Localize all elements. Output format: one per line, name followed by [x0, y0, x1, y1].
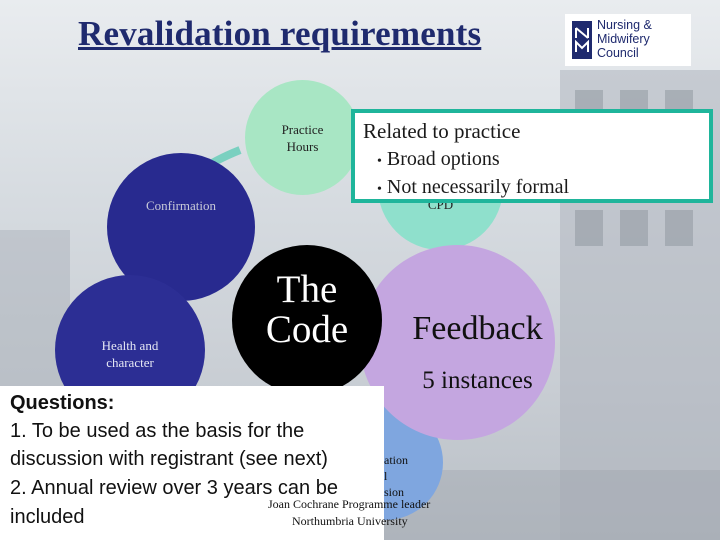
question-line: included: [10, 506, 85, 528]
confirmation-label: Confirmation: [145, 198, 217, 213]
callout-bullet: • Broad options: [377, 148, 500, 170]
logo-line: Midwifery: [597, 32, 650, 46]
questions-heading: Questions:: [10, 392, 115, 414]
logo-line: Council: [597, 46, 639, 60]
nmc-logo-icon: [572, 21, 592, 59]
callout-bullet: • Not necessarily formal: [377, 176, 570, 198]
callout-box: Related to practice • Broad options • No…: [351, 109, 713, 203]
question-line: 2. Annual review over 3 years can be: [10, 477, 338, 499]
page-title: Revalidation requirements: [78, 14, 482, 53]
footer-institution: Northumbria University: [292, 514, 408, 528]
question-line: discussion with registrant (see next): [10, 448, 328, 470]
logo-line: Nursing &: [597, 18, 652, 32]
the-code-node: [232, 245, 382, 395]
callout-heading: Related to practice: [363, 119, 521, 143]
the-code-label: The Code: [265, 268, 349, 351]
feedback-label: Feedback: [412, 310, 543, 347]
bullet-icon: •: [377, 154, 382, 169]
practice-hours-node: [245, 80, 360, 195]
bullet-icon: •: [377, 182, 382, 197]
nmc-logo: Nursing & Midwifery Council: [565, 14, 691, 66]
health-character-label: Health and character: [101, 338, 159, 370]
feedback-count: 5 instances: [422, 367, 533, 394]
feedback-node: [360, 245, 555, 440]
question-line: 1. To be used as the basis for the: [10, 420, 305, 442]
practice-hours-label: Practice Hours: [281, 122, 324, 154]
reflection-partial-label: ation l sion: [384, 453, 408, 499]
logo-text: Nursing & Midwifery Council: [597, 18, 652, 60]
questions-box: Questions: 1. To be used as the basis fo…: [0, 386, 384, 540]
footer-author: Joan Cochrane Programme leader: [268, 497, 431, 511]
